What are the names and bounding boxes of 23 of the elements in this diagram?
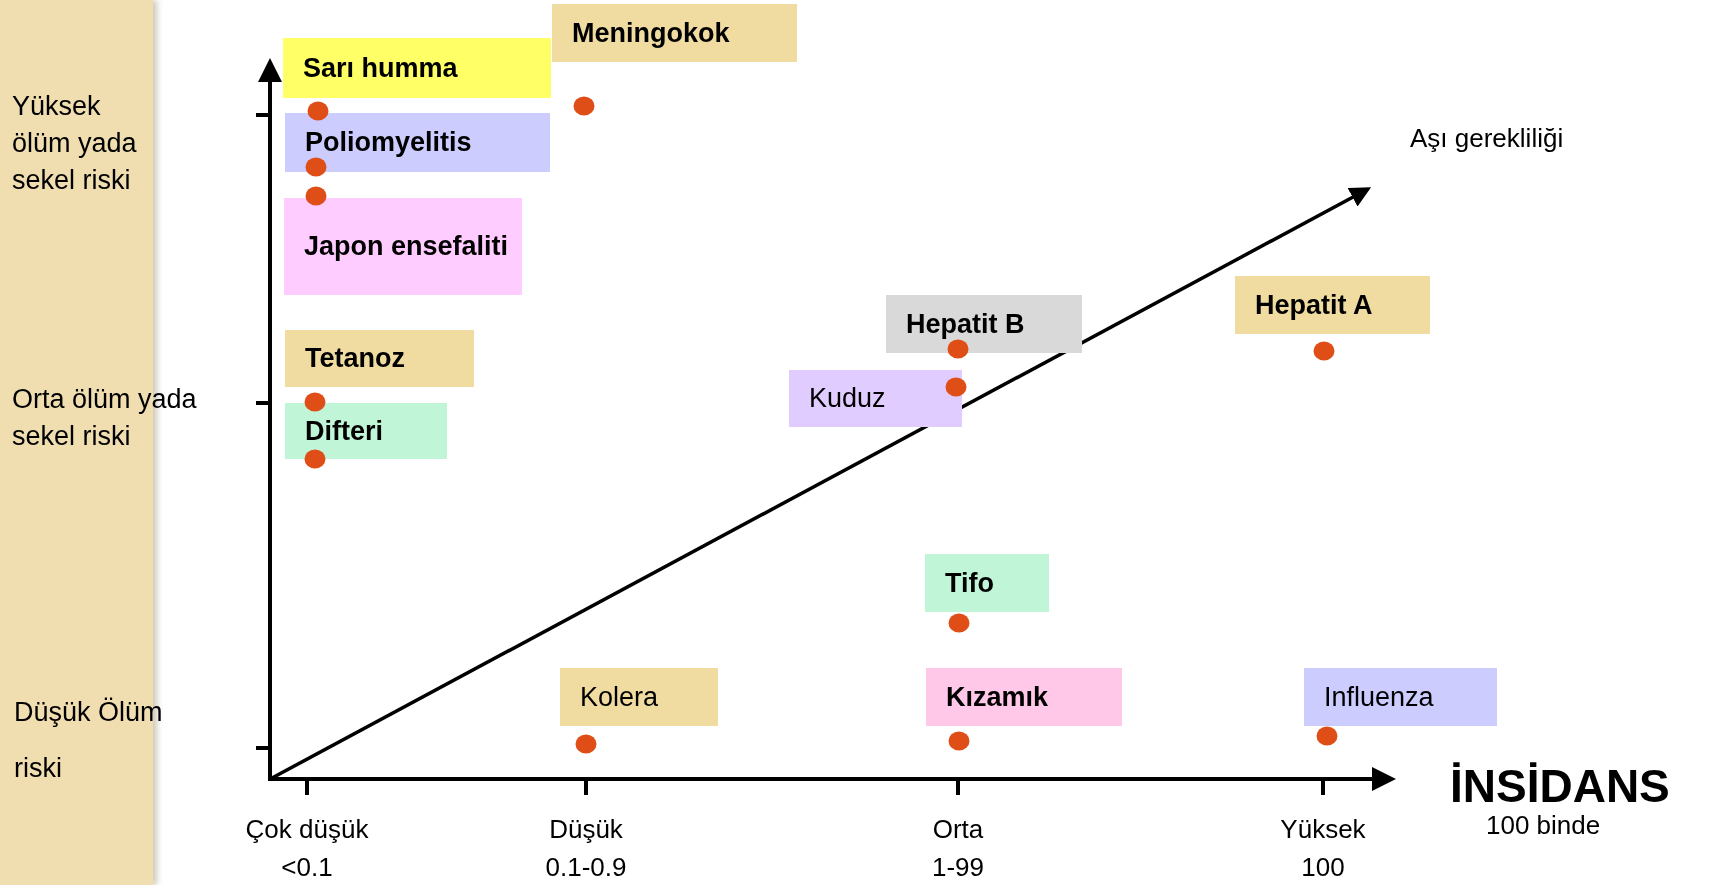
disease-label-box: Influenza — [1304, 668, 1497, 726]
disease-label-box: Hepatit A — [1235, 276, 1430, 334]
axis-label: Orta 1-99 — [930, 813, 985, 884]
axis-label: Yüksek ölüm yada sekel riski — [12, 90, 138, 197]
axis-label: 100 binde — [1486, 810, 1601, 840]
disease-label-box: Poliomyelitis — [285, 113, 550, 172]
disease-label-box: Difteri — [285, 403, 447, 459]
axis-label: İNSİDANS — [1450, 760, 1670, 812]
axis-label: Düşük Ölüm riski — [14, 696, 164, 785]
disease-label-box: Sarı humma — [283, 38, 551, 98]
axis-label: Orta ölüm yada sekel riski — [12, 383, 198, 453]
disease-label-box: Meningokok — [552, 4, 797, 62]
disease-label-box: Hepatit B — [886, 295, 1082, 353]
disease-label-box: Tetanoz — [285, 330, 474, 387]
disease-label-box: Japon ensefaliti — [284, 198, 522, 295]
disease-label-box: Kızamık — [926, 668, 1122, 726]
axis-label: Düşük 0.1-0.9 — [544, 813, 628, 884]
axis-label: Aşı gerekliliği — [1410, 122, 1564, 154]
axis-label: Yüksek 100 — [1279, 813, 1367, 884]
disease-label-box: Tifo — [925, 554, 1049, 612]
disease-label-box: Kuduz — [789, 370, 962, 427]
disease-label-box: Kolera — [560, 668, 718, 726]
axis-label: Çok düşük <0.1 — [244, 813, 370, 884]
